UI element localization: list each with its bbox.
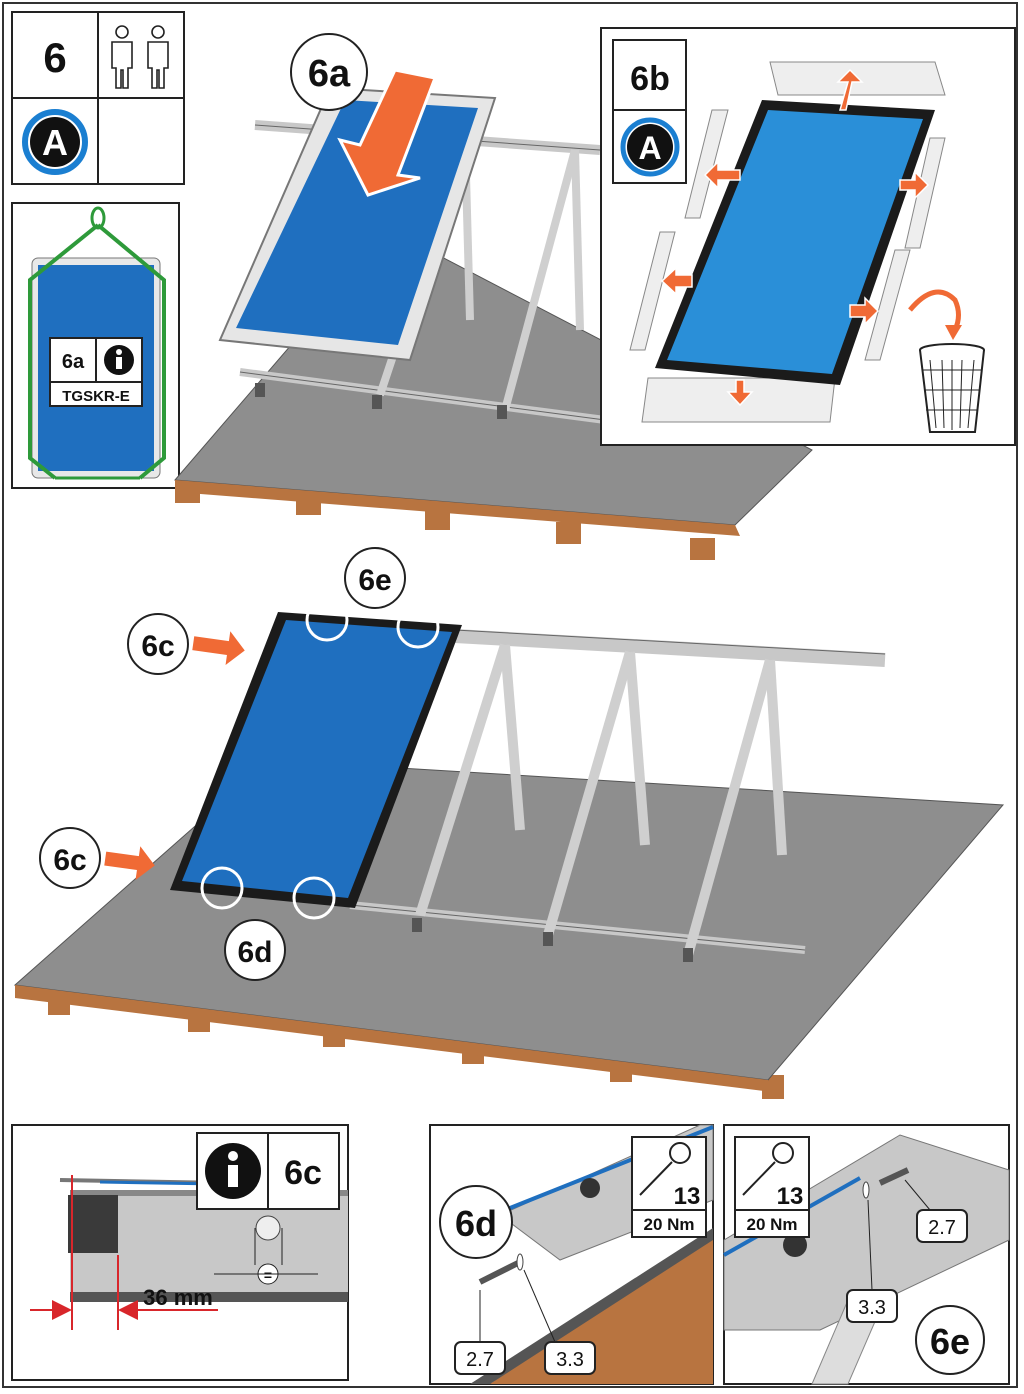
wrench-size-6e: 13 [777,1183,804,1210]
callout-6d: 6d [237,936,272,969]
dimension-label: 36 mm [143,1285,213,1310]
detail-6c-panel: = 6c 36 mm [11,1124,349,1381]
torque-6e: 20 Nm [746,1215,797,1234]
svg-text:A: A [638,130,661,166]
lifting-loop-icon [90,206,106,230]
title-6d: 6d [455,1203,497,1244]
callout-6a: 6a [308,53,351,95]
middle-scene: 6e 6d 6c 6c [13,547,1005,1099]
wrench-icon [742,1142,794,1196]
rotate-a-icon: A [22,109,88,175]
model-label: TGSKR-E [62,388,130,405]
top-scene: 6a [173,33,813,560]
two-persons-icon [111,25,169,89]
info-icon [104,345,134,375]
remove-packaging-arrows [660,68,930,407]
svg-text:A: A [42,122,68,163]
unpacking-panel-6b: 6b A [600,27,1016,446]
trash-bin-icon [919,343,985,433]
lifting-strap-panel: 6a TGSKR-E [11,202,180,489]
title-6e: 6e [930,1321,970,1362]
svg-text:=: = [264,1267,272,1283]
info-6c-ref: 6c [284,1154,322,1192]
wrench-icon [639,1142,691,1196]
callout-6c-top: 6c [141,630,174,663]
bolt-icon [878,1167,910,1186]
step-header: 6 A [11,11,185,185]
step-number: 6 [43,34,66,81]
washer-icon [862,1181,870,1199]
lift-ref-label: 6a [62,351,85,373]
title-6b: 6b [630,60,670,98]
torque-6d: 20 Nm [643,1215,694,1234]
washer-icon [516,1253,524,1271]
callout-6c-bottom: 6c [53,844,86,877]
info-icon [205,1143,261,1199]
wrench-size-6d: 13 [674,1183,701,1210]
bolt-icon [478,1259,522,1285]
detail-6e-panel: 13 20 Nm 2.7 3.3 6e [723,1124,1010,1385]
part-washer-6e: 3.3 [858,1297,886,1319]
callout-6e: 6e [358,564,391,597]
part-bolt-6d: 2.7 [466,1349,494,1371]
detail-6d-panel: 6d 13 20 Nm 2.7 3.3 [429,1124,714,1385]
part-bolt-6e: 2.7 [928,1217,956,1239]
rotate-a-icon: A [620,117,680,177]
part-washer-6d: 3.3 [556,1349,584,1371]
